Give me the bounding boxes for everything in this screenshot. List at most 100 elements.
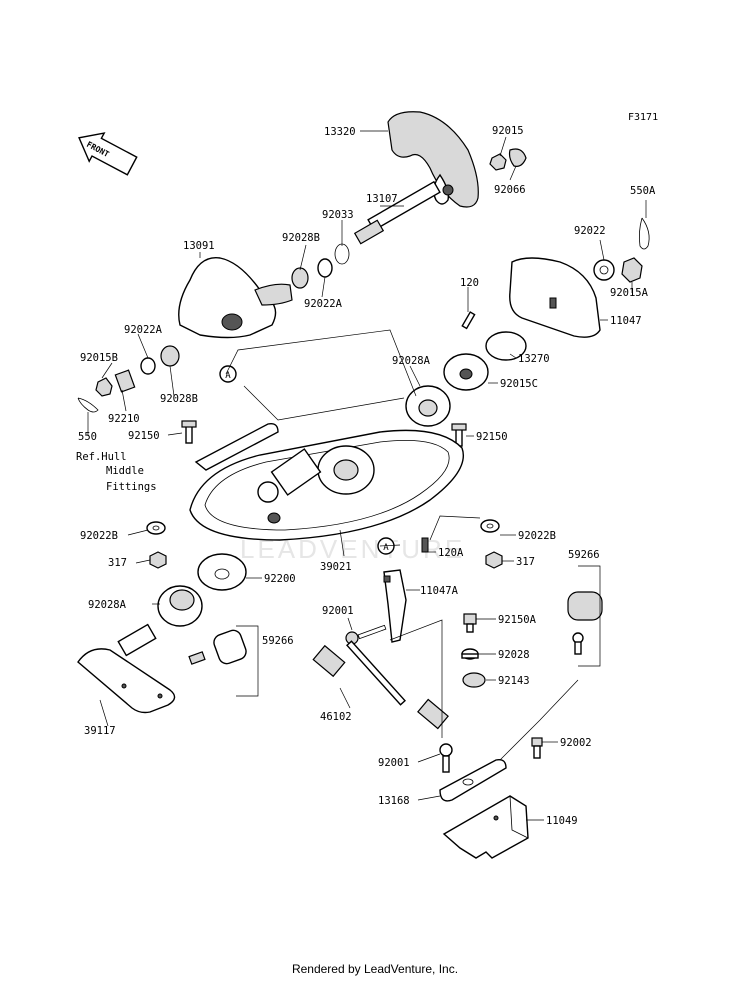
label-13168: 13168 <box>378 795 410 807</box>
bushing-92028A-left <box>157 585 203 627</box>
fitting-92210 <box>114 369 136 393</box>
label-92022B-left: 92022B <box>80 530 118 542</box>
bolt-120A <box>421 537 429 553</box>
label-317-left: 317 <box>108 557 127 569</box>
label-11047A: 11047A <box>420 585 459 597</box>
bolt-92150A <box>463 613 477 633</box>
label-92022: 92022 <box>574 225 606 237</box>
bracket-11047A <box>383 569 407 643</box>
label-92022B-right: 92022B <box>518 530 556 542</box>
label-59266-left: 59266 <box>262 635 294 647</box>
label-39021: 39021 <box>320 561 352 573</box>
bracket-11049 <box>442 795 529 859</box>
label-92150A: 92150A <box>498 614 537 626</box>
label-92150-right: 92150 <box>476 431 508 443</box>
label-92022A-lower: 92022A <box>124 324 163 336</box>
callout-a-upper: A <box>219 365 237 383</box>
washer-92022 <box>593 259 615 281</box>
label-13320: 13320 <box>324 126 356 138</box>
bolt-120 <box>461 311 476 330</box>
bolt-92002 <box>531 737 543 759</box>
label-92002: 92002 <box>560 737 592 749</box>
label-92028B-upper: 92028B <box>282 232 320 244</box>
bracket-11047 <box>509 257 601 338</box>
washer-92022A-lower <box>140 357 156 375</box>
part-labels: 13320 92015 92066 13107 550A 92033 92028… <box>78 125 656 827</box>
bolt-92001-lower <box>439 743 453 773</box>
leader-lines <box>87 130 647 821</box>
footer-credit: Rendered by LeadVenture, Inc. <box>291 962 459 976</box>
nut-92015B <box>95 377 113 397</box>
label-92015C: 92015C <box>500 378 538 390</box>
label-92015A: 92015A <box>610 287 649 299</box>
label-92210: 92210 <box>108 413 140 425</box>
bolt-92150-left <box>181 420 197 444</box>
washer-92022B-right <box>480 519 500 533</box>
label-11047: 11047 <box>610 315 642 327</box>
bushing-92028B-lower <box>160 345 180 367</box>
label-13091: 13091 <box>183 240 215 252</box>
shaft-13107 <box>353 180 441 245</box>
label-92143: 92143 <box>498 675 530 687</box>
label-317-right: 317 <box>516 556 535 568</box>
label-550A: 550A <box>630 185 656 197</box>
pin-550A <box>638 217 650 250</box>
reference-note-line-2: Middle <box>106 465 144 477</box>
label-11049: 11049 <box>546 815 578 827</box>
washer-92200 <box>197 553 247 591</box>
label-39117: 39117 <box>84 725 116 737</box>
bushing-92028A-right <box>405 385 451 427</box>
bushing-92028B-upper <box>291 267 309 289</box>
nut-317-left <box>149 551 167 569</box>
label-92028: 92028 <box>498 649 530 661</box>
label-92150-left: 92150 <box>128 430 160 442</box>
label-92015B: 92015B <box>80 352 118 364</box>
label-92028A-right: 92028A <box>392 355 431 367</box>
front-arrow-icon: FRONT <box>78 132 138 176</box>
label-92022A-upper: 92022A <box>304 298 343 310</box>
nut-92015A <box>621 257 643 283</box>
steering-housing-13091 <box>178 256 293 339</box>
plate-13168 <box>439 758 507 802</box>
label-92028B-lower: 92028B <box>160 393 198 405</box>
reference-note-line-1: Ref.Hull <box>76 451 127 463</box>
label-550: 550 <box>78 431 97 443</box>
washer-92022B-left <box>146 521 166 535</box>
reference-note-line-3: Fittings <box>106 481 157 493</box>
bushing-92028 <box>461 648 479 660</box>
label-92015: 92015 <box>492 125 524 137</box>
label-92066: 92066 <box>494 184 526 196</box>
rod-46102 <box>312 640 449 730</box>
label-92033: 92033 <box>322 209 354 221</box>
pin-550 <box>77 397 99 413</box>
label-92001-mid: 92001 <box>322 605 354 617</box>
plate-13270 <box>485 331 527 361</box>
svg-text:A: A <box>225 371 231 381</box>
ring-92033 <box>334 243 350 265</box>
svg-text:A: A <box>383 543 389 553</box>
label-59266-right: 59266 <box>568 549 600 561</box>
reference-note: Ref.Hull Middle Fittings <box>76 451 157 493</box>
steering-pad-part <box>387 111 479 208</box>
clip-92066 <box>508 148 527 167</box>
label-120: 120 <box>460 277 479 289</box>
nut-317-right <box>485 551 503 569</box>
label-92001-lower: 92001 <box>378 757 410 769</box>
label-13107: 13107 <box>366 193 398 205</box>
label-46102: 46102 <box>320 711 352 723</box>
nut-92015 <box>489 153 507 171</box>
bracket-line-59266-left <box>236 625 259 697</box>
washer-92022A-upper <box>317 258 333 278</box>
label-92200: 92200 <box>264 573 296 585</box>
figure-id: F3171 <box>628 112 659 123</box>
lever-arm-39117 <box>77 623 176 714</box>
bushing-92143 <box>462 672 486 688</box>
grommet-92015C <box>443 353 489 391</box>
ball-joint-59266-right <box>567 591 603 655</box>
label-13270: 13270 <box>518 353 550 365</box>
bracket-line-59266-right <box>578 565 601 667</box>
label-120A: 120A <box>438 547 464 559</box>
ball-joint-59266-left <box>188 629 247 665</box>
label-92028A-left: 92028A <box>88 599 127 611</box>
